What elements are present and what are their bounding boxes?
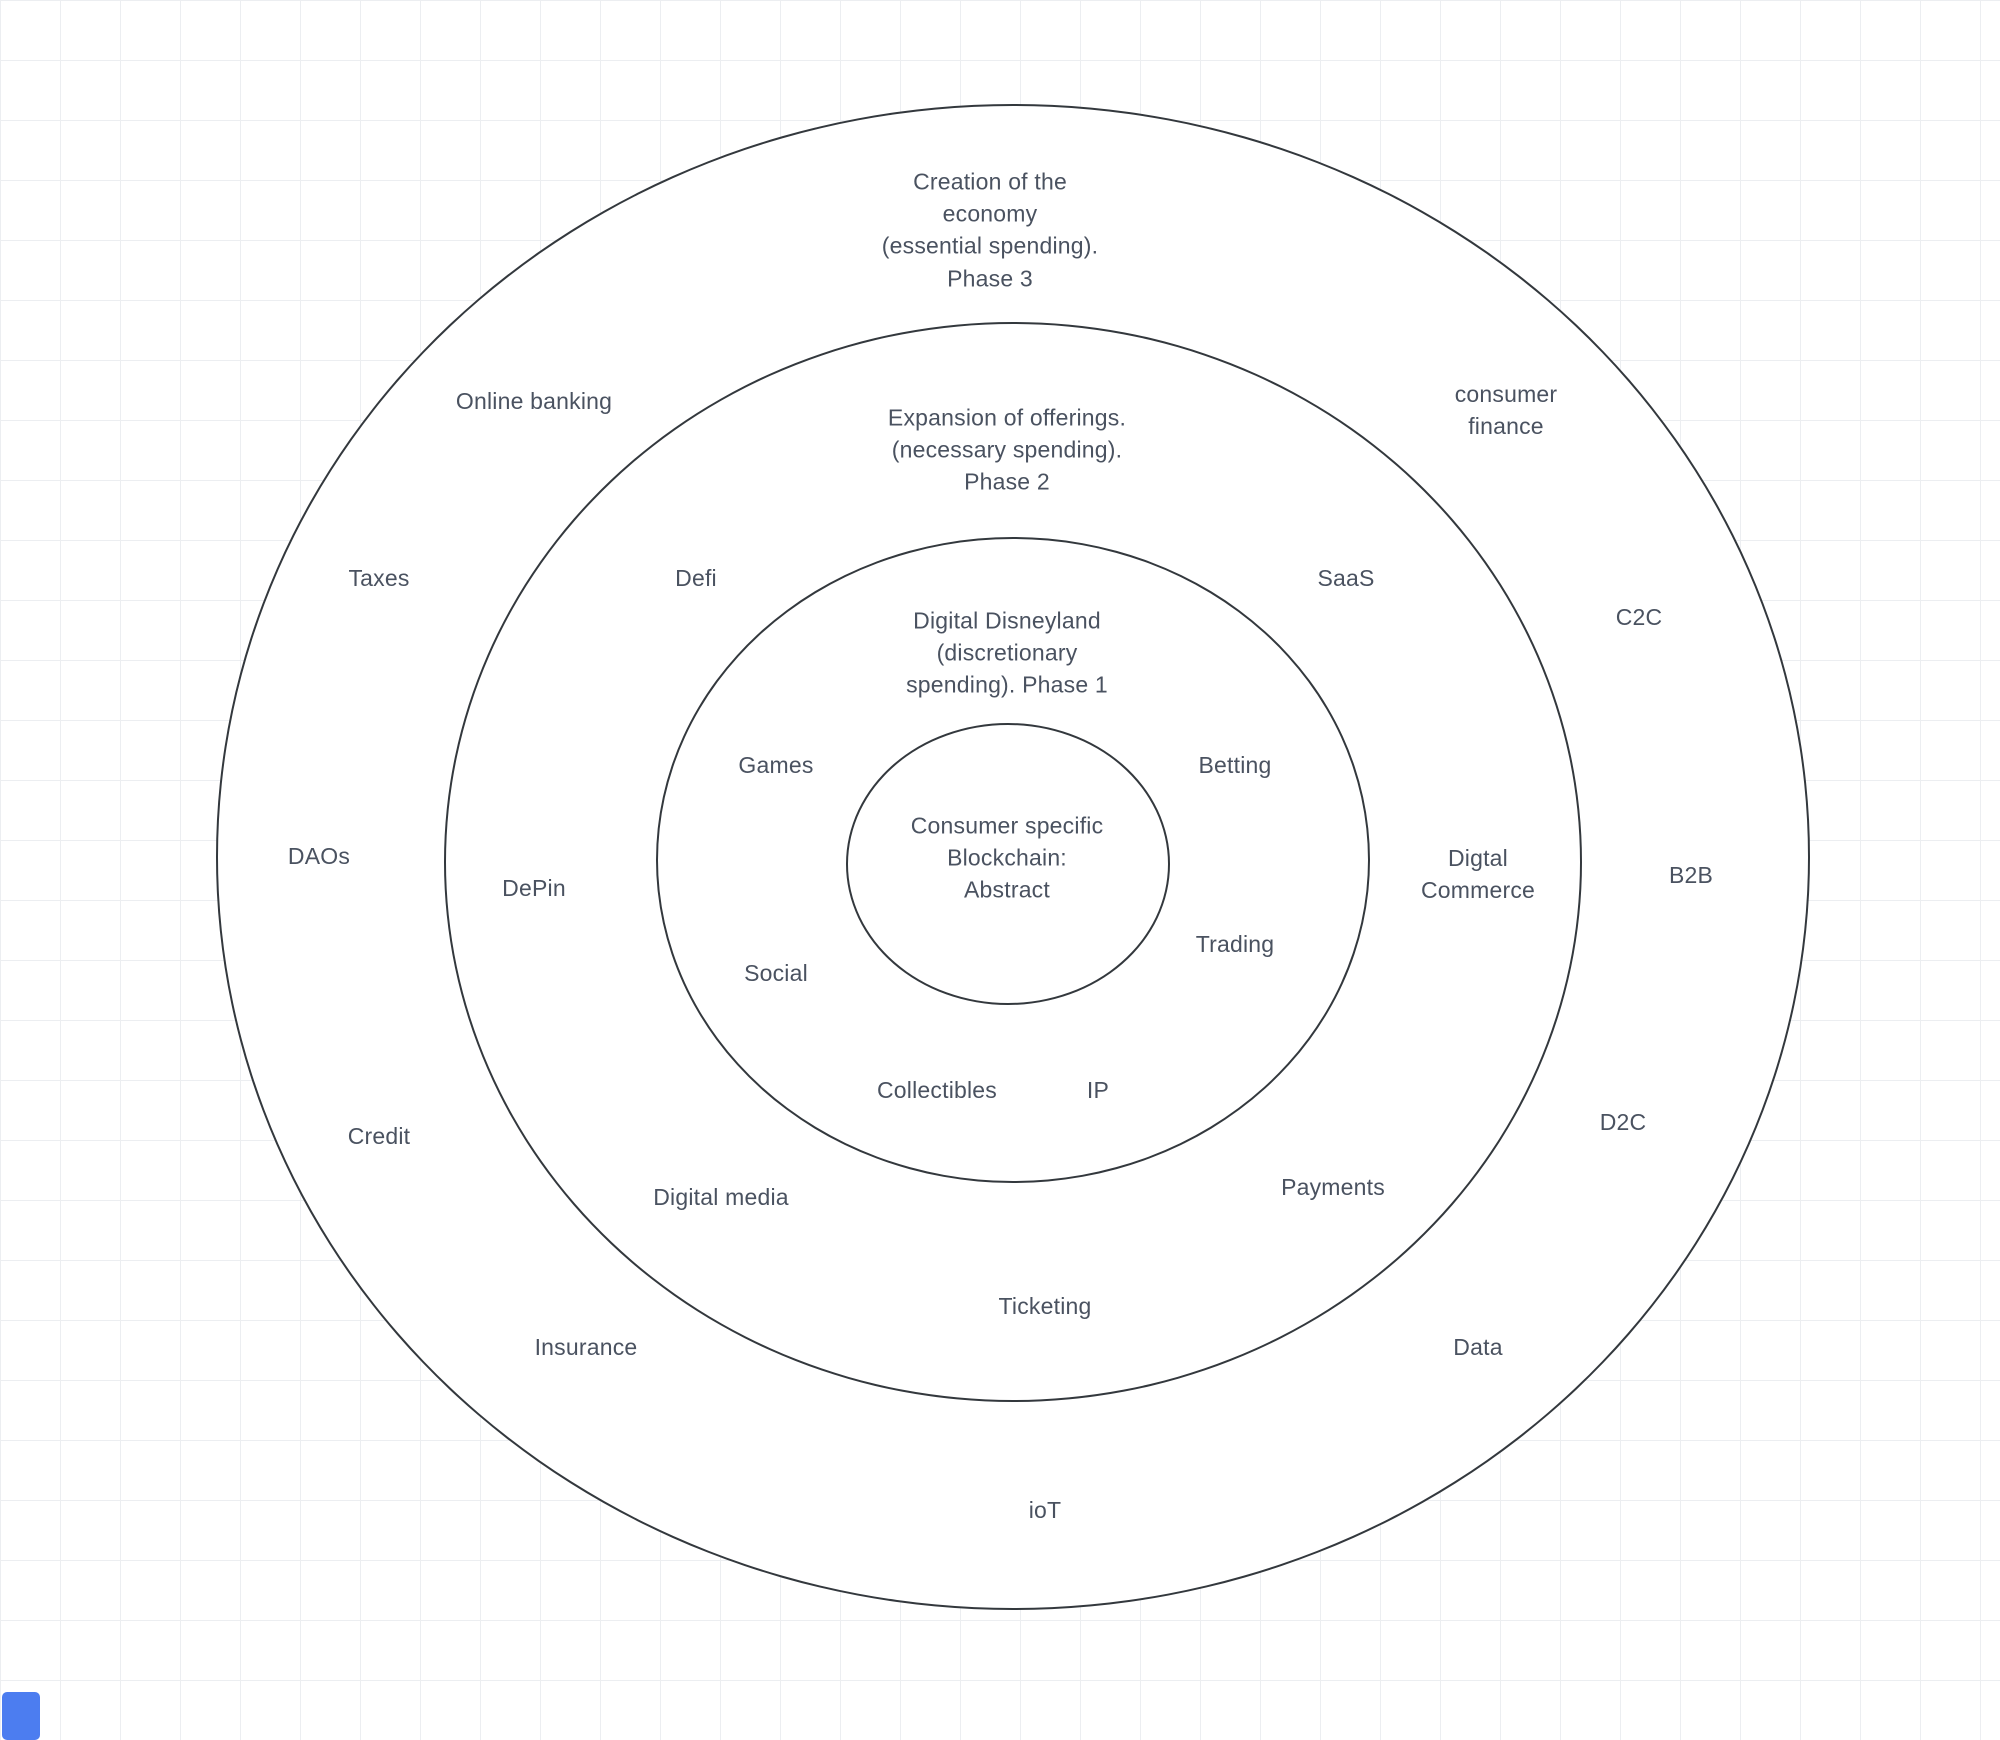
label-b2b[interactable]: B2B xyxy=(1668,861,1714,888)
phase1-title[interactable]: Digital Disneyland (discretionary spendi… xyxy=(906,607,1108,699)
label-depin[interactable]: DePin xyxy=(502,874,566,901)
label-iot[interactable]: ioT xyxy=(1028,1496,1062,1523)
label-betting[interactable]: Betting xyxy=(1198,751,1272,778)
phase3-title[interactable]: Creation of the economy (essential spend… xyxy=(881,168,1099,292)
phase2-title[interactable]: Expansion of offerings. (necessary spend… xyxy=(887,404,1127,496)
label-insurance[interactable]: Insurance xyxy=(534,1333,638,1360)
center-circle[interactable] xyxy=(846,723,1170,1005)
label-digital-media[interactable]: Digital media xyxy=(653,1183,789,1210)
label-defi[interactable]: Defi xyxy=(675,564,717,591)
label-ip[interactable]: IP xyxy=(1086,1076,1110,1103)
label-data[interactable]: Data xyxy=(1453,1333,1503,1360)
label-c2c[interactable]: C2C xyxy=(1615,603,1663,630)
label-games[interactable]: Games xyxy=(738,751,814,778)
label-collectibles[interactable]: Collectibles xyxy=(876,1076,998,1103)
label-consumer-finance[interactable]: consumer finance xyxy=(1454,380,1558,439)
label-payments[interactable]: Payments xyxy=(1281,1173,1385,1200)
label-daos[interactable]: DAOs xyxy=(287,842,351,869)
corner-blue-shape[interactable] xyxy=(2,1692,40,1740)
center-title[interactable]: Consumer specific Blockchain: Abstract xyxy=(910,812,1104,904)
label-taxes[interactable]: Taxes xyxy=(348,564,410,591)
label-digtal-commerce[interactable]: Digtal Commerce xyxy=(1420,844,1536,903)
label-ticketing[interactable]: Ticketing xyxy=(998,1292,1092,1319)
label-credit[interactable]: Credit xyxy=(347,1122,411,1149)
label-d2c[interactable]: D2C xyxy=(1599,1108,1647,1135)
label-saas[interactable]: SaaS xyxy=(1317,564,1375,591)
label-trading[interactable]: Trading xyxy=(1195,930,1275,957)
label-online-banking[interactable]: Online banking xyxy=(455,387,613,414)
label-social[interactable]: Social xyxy=(744,959,808,986)
